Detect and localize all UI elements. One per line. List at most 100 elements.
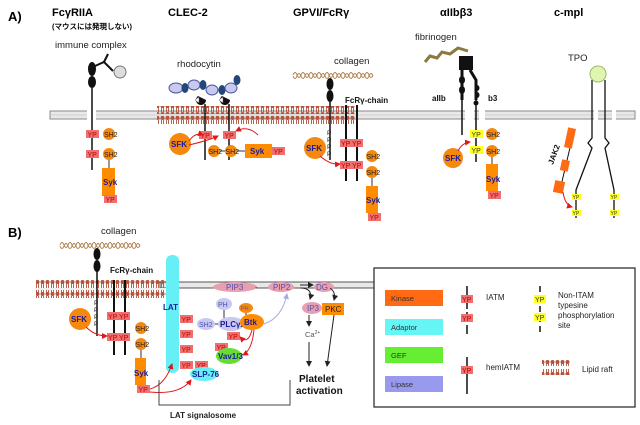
svg-text:PIP3: PIP3 <box>226 283 244 292</box>
svg-text:P: P <box>94 314 98 321</box>
vav-label: Vav1/3 <box>218 352 243 361</box>
svg-text:SH2: SH2 <box>367 170 381 177</box>
sfk-label: SFK <box>171 140 187 149</box>
receptor-title-cmpl: c-mpl <box>554 7 583 19</box>
svg-text:SH2: SH2 <box>104 132 118 139</box>
svg-text:DG: DG <box>316 283 328 292</box>
svg-text:P: P <box>327 144 331 151</box>
ligand-rhodocytin: rhodocytin <box>177 59 221 70</box>
svg-text:P: P <box>327 137 331 144</box>
platelet-activation-line1: Platelet <box>299 374 335 385</box>
receptor-note-fcgriia: (マウスには発現しない) <box>52 21 132 31</box>
svg-text:SFK: SFK <box>306 144 322 153</box>
ligand-collagen-b: collagen <box>101 226 136 237</box>
svg-text:SH2: SH2 <box>226 149 240 156</box>
svg-text:YP: YP <box>341 163 351 170</box>
fcrg-chain-label-a: FcRγ-chain <box>345 96 388 105</box>
svg-text:YP: YP <box>352 141 362 148</box>
svg-text:PH: PH <box>218 302 228 309</box>
svg-text:YP: YP <box>352 163 362 170</box>
svg-text:Adaptor: Adaptor <box>391 323 418 332</box>
svg-text:YP: YP <box>472 148 482 155</box>
receptor-title-gpvi: GPVI/FcRγ <box>293 7 350 19</box>
plasma-membrane-b <box>159 281 376 289</box>
svg-text:YP: YP <box>108 335 118 342</box>
pip3-lipid <box>213 282 257 292</box>
svg-text:Syk: Syk <box>486 175 501 184</box>
downstream-signaling: IP3 PKC Ca2+ Platelet activation <box>296 282 344 397</box>
btk-label: Btk <box>244 318 257 327</box>
svg-text:YP: YP <box>197 363 207 370</box>
svg-text:phosphorylation: phosphorylation <box>558 311 614 320</box>
svg-text:Syk: Syk <box>134 369 149 378</box>
aiibb3-integrin: fibrinogen aIIb b3 YP YP SFK SH2 SH2 Syk… <box>415 32 501 200</box>
svg-text:P: P <box>94 300 98 307</box>
svg-text:YP: YP <box>611 195 618 201</box>
panel-b-label: B) <box>8 225 22 240</box>
svg-text:YP: YP <box>274 149 284 156</box>
ligand-tpo: TPO <box>568 53 588 64</box>
fcrg-chain-label-b: FcRγ-chain <box>110 266 153 275</box>
lipid-raft-a <box>157 106 355 124</box>
legend: Kinase Adaptor GEF Lipase YP YP IATM YP … <box>373 267 636 408</box>
svg-text:SH2: SH2 <box>487 132 501 139</box>
svg-text:SH2: SH2 <box>136 326 150 333</box>
svg-text:SFK: SFK <box>71 315 87 324</box>
lipid-raft-b <box>36 280 166 298</box>
svg-text:YP: YP <box>182 317 192 324</box>
legend-swatch-kinase <box>385 290 443 306</box>
svg-text:YP: YP <box>119 314 129 321</box>
svg-text:SFK: SFK <box>445 154 461 163</box>
legend-swatch-lipase <box>385 376 443 392</box>
pkc-label: PKC <box>325 305 342 314</box>
legend-swatch-gef <box>385 347 443 363</box>
gpvi-receptor-a: collagen FcRγ-chain P P P P YP YP YP YP … <box>292 56 388 222</box>
svg-text:PIP2: PIP2 <box>273 283 291 292</box>
svg-text:YP: YP <box>370 215 380 222</box>
svg-text:SH2: SH2 <box>487 149 501 156</box>
jak2-label: JAK2 <box>546 143 562 166</box>
svg-text:SH2: SH2 <box>136 342 150 349</box>
svg-text:YP: YP <box>535 315 545 322</box>
svg-text:YP: YP <box>490 193 500 200</box>
cmpl-receptor: TPO YP YP YP YP JAK2 <box>546 53 619 218</box>
lat-signalosome-label: LAT signalosome <box>170 411 237 420</box>
dg-lipid <box>314 282 334 292</box>
b3-label: b3 <box>488 94 498 103</box>
ip3-label: IP3 <box>307 304 320 313</box>
ligand-fibrinogen: fibrinogen <box>415 32 457 43</box>
receptor-title-aiibb3: αIIbβ3 <box>440 7 472 19</box>
legend-itam-label: IATM <box>486 293 505 302</box>
ligand-collagen-a: collagen <box>334 56 369 67</box>
svg-text:YP: YP <box>611 211 618 217</box>
svg-text:GEF: GEF <box>391 351 407 360</box>
svg-text:Non-ITAM: Non-ITAM <box>558 291 594 300</box>
svg-text:typesine: typesine <box>558 301 588 310</box>
slp76-label: SLP-76 <box>192 370 220 379</box>
panel-a-label: A) <box>8 9 22 24</box>
legend-hemitam-label: hemIATM <box>486 363 520 372</box>
svg-text:Syk: Syk <box>366 196 381 205</box>
calcium-label: Ca2+ <box>305 330 320 339</box>
svg-text:YP: YP <box>573 211 580 217</box>
svg-text:YP: YP <box>88 132 98 139</box>
svg-text:YP: YP <box>182 347 192 354</box>
svg-text:YP: YP <box>462 297 472 304</box>
syk-label: Syk <box>103 178 118 187</box>
fcgriia-itam: YP YP SH2 SH2 Syk YP <box>86 128 118 204</box>
svg-text:YP: YP <box>462 368 472 375</box>
receptor-title-clec2: CLEC-2 <box>168 7 208 19</box>
svg-text:PH: PH <box>241 306 249 312</box>
svg-text:SH2: SH2 <box>104 152 118 159</box>
gpvi-receptor-b: collagen FcRγ-chain P P P P YP YP YP YP … <box>59 226 153 394</box>
svg-text:YP: YP <box>139 387 149 394</box>
svg-text:SH2: SH2 <box>209 149 223 156</box>
svg-text:P: P <box>327 130 331 137</box>
receptor-title-fcgriia: FcγRIIA <box>52 7 93 19</box>
svg-text:YP: YP <box>106 197 116 204</box>
svg-text:SH2: SH2 <box>367 154 381 161</box>
svg-text:YP: YP <box>462 316 472 323</box>
svg-text:YP: YP <box>472 132 482 139</box>
svg-text:YP: YP <box>201 133 211 140</box>
